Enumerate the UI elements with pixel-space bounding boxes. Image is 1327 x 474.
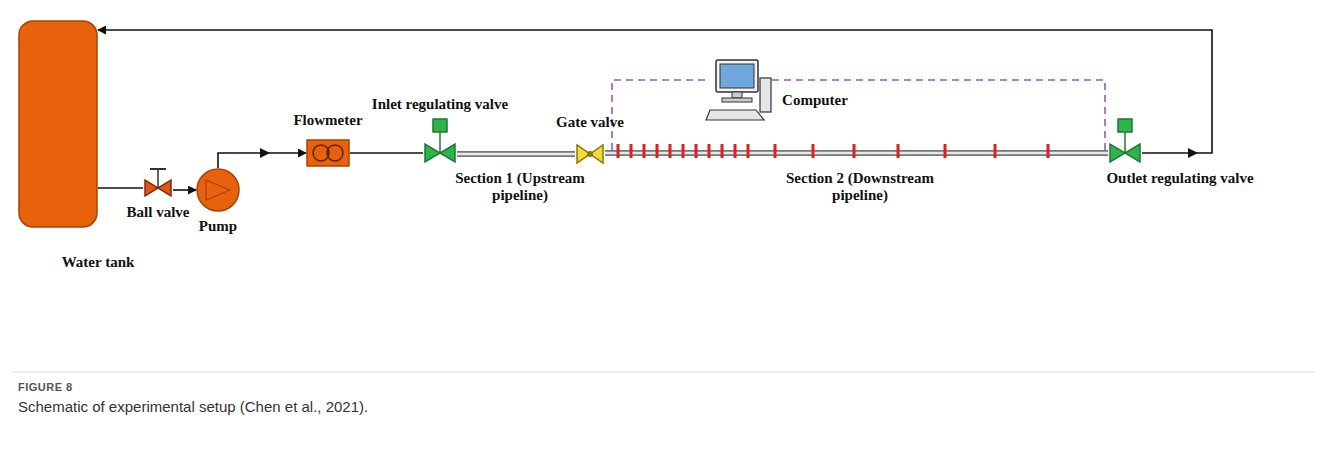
flow-line (218, 153, 306, 168)
gate-valve-shape (575, 144, 605, 164)
outlet-regulating-valve: Outlet regulating valve (1108, 118, 1142, 164)
flow-line (173, 190, 196, 191)
node-label: Ball valve (127, 204, 190, 221)
ball-valve-shape (143, 166, 173, 198)
caption-rule (12, 372, 1315, 373)
pump: Pump (196, 168, 240, 212)
node-label: Computer (782, 92, 848, 109)
flow-line (98, 188, 143, 189)
node-label: Pump (199, 218, 237, 235)
pipeline (457, 154, 575, 155)
inlet-regulating-valve-shape (423, 118, 457, 164)
pressure-sensor (994, 144, 997, 158)
section-label: Section 2 (Downstream pipeline) (780, 170, 940, 205)
signal-wire (772, 80, 1105, 150)
signal-wire (612, 80, 706, 150)
computer-icon-shape (706, 58, 772, 128)
pressure-sensor (1047, 144, 1050, 158)
figure-number: FIGURE 8 (18, 381, 73, 393)
pressure-sensor (721, 144, 724, 158)
pipeline (605, 153, 1108, 154)
pressure-sensor (708, 144, 711, 158)
node-label: Flowmeter (293, 112, 362, 129)
pressure-sensor (669, 144, 672, 158)
pressure-sensor (944, 144, 947, 158)
pressure-sensors (617, 144, 1050, 158)
pressure-sensor (774, 144, 777, 158)
water-tank-shape (18, 20, 98, 228)
pressure-sensor (656, 144, 659, 158)
pressure-sensor (853, 144, 856, 158)
pressure-sensor (897, 144, 900, 158)
pressure-sensor (734, 144, 737, 158)
water-tank: Water tank (18, 20, 98, 228)
figure-caption: Schematic of experimental setup (Chen et… (18, 398, 368, 415)
pressure-sensor (812, 144, 815, 158)
flowmeter: Flowmeter (306, 139, 350, 167)
pressure-sensor (682, 144, 685, 158)
outlet-regulating-valve-shape (1108, 118, 1142, 164)
section-label: Section 1 (Upstream pipeline) (455, 170, 585, 205)
node-label: Inlet regulating valve (372, 96, 508, 113)
computer-icon: Computer (706, 58, 772, 128)
node-label: Gate valve (556, 114, 624, 131)
node-label: Outlet regulating valve (1105, 170, 1255, 187)
gate-valve: Gate valve (575, 144, 605, 164)
pressure-sensor (630, 144, 633, 158)
ball-valve: Ball valve (143, 166, 173, 198)
flow-line (350, 153, 423, 154)
inlet-regulating-valve: Inlet regulating valve (423, 118, 457, 164)
pressure-sensor (643, 144, 646, 158)
flow-line (98, 30, 1212, 153)
pressure-sensor (747, 144, 750, 158)
flowmeter-shape (306, 139, 350, 167)
pressure-sensor (617, 144, 620, 158)
node-label: Water tank (62, 254, 135, 271)
pressure-sensor (695, 144, 698, 158)
pump-shape (196, 168, 240, 212)
